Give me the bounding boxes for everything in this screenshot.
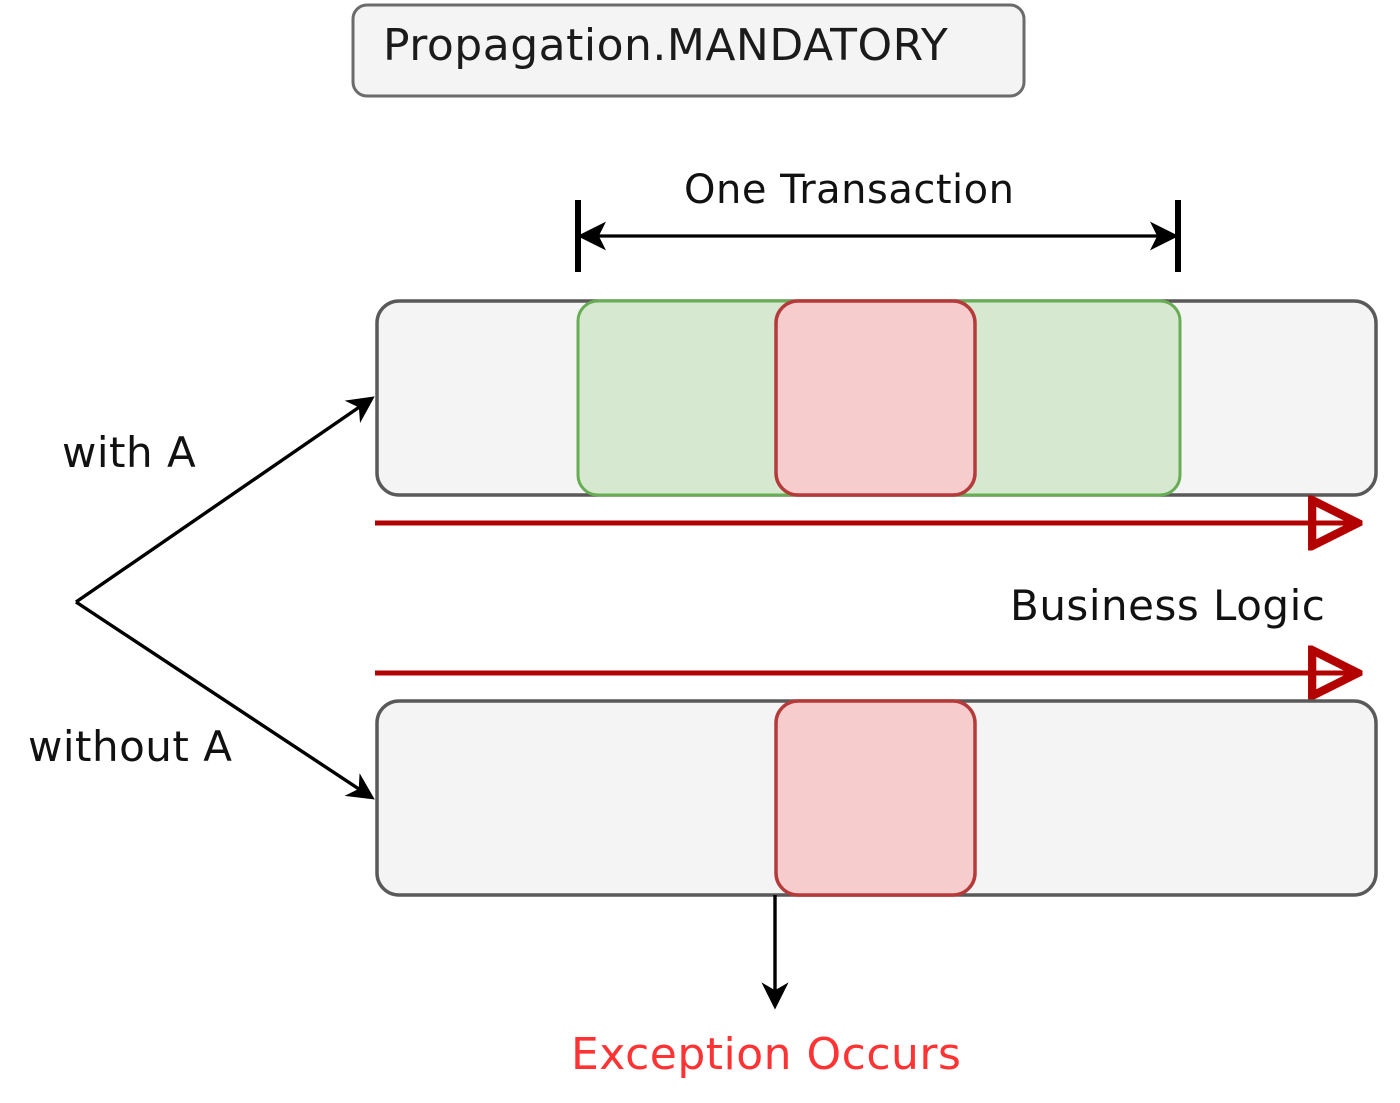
with-a-red-block xyxy=(774,299,977,497)
without-a-label: without A xyxy=(28,722,233,771)
with-a-label: with A xyxy=(62,428,197,477)
without-a-red-block xyxy=(774,699,977,897)
page-title: Propagation.MANDATORY xyxy=(383,20,949,71)
branch-arrow-with-a xyxy=(75,396,375,604)
exception-occurs-label: Exception Occurs xyxy=(571,1029,962,1080)
one-transaction-label: One Transaction xyxy=(684,167,1015,213)
business-logic-label: Business Logic xyxy=(1010,581,1326,630)
branch-arrow-without-a xyxy=(75,600,375,800)
title-box xyxy=(351,3,1026,98)
